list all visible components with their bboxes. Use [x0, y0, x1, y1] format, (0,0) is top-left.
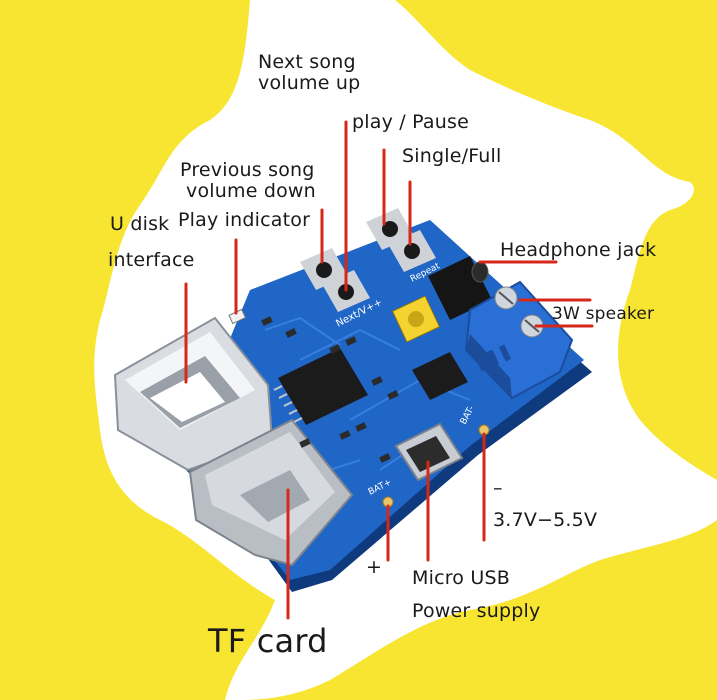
label-single-full: Single/Full: [402, 145, 502, 167]
label-voltage: 3.7V−5.5V: [493, 509, 598, 531]
speaker-terminal: [464, 280, 574, 400]
label-u-disk: U disk: [110, 213, 170, 235]
label-tf-card: TF card: [208, 622, 328, 660]
label-speaker: 3W speaker: [552, 304, 655, 324]
label-micro-usb: Micro USB: [412, 567, 510, 589]
label-previous-song: Previous song: [180, 159, 315, 181]
label-interface: interface: [108, 249, 195, 271]
pointer-lines: [184, 120, 594, 620]
label-play-indicator: Play indicator: [178, 209, 311, 231]
label-power-supply: Power supply: [412, 600, 541, 622]
amplifier-chip: [412, 352, 468, 400]
tf-card-slot: [188, 418, 354, 567]
small-components: [261, 316, 399, 463]
headphone-jack-component: [428, 256, 492, 320]
main-chip: [273, 348, 368, 425]
usb-port: [113, 316, 274, 472]
micro-usb-connector: [394, 422, 464, 482]
label-minus: –: [493, 477, 503, 499]
label-next-song: Next song: [258, 51, 356, 73]
label-headphone-jack: Headphone jack: [500, 239, 657, 261]
label-volume-up: volume up: [258, 72, 361, 94]
button-single-full: [388, 230, 436, 272]
potentiometer: [391, 295, 441, 343]
label-play-pause: play / Pause: [352, 111, 469, 133]
label-plus: +: [366, 556, 383, 578]
label-volume-down: volume down: [186, 180, 316, 202]
